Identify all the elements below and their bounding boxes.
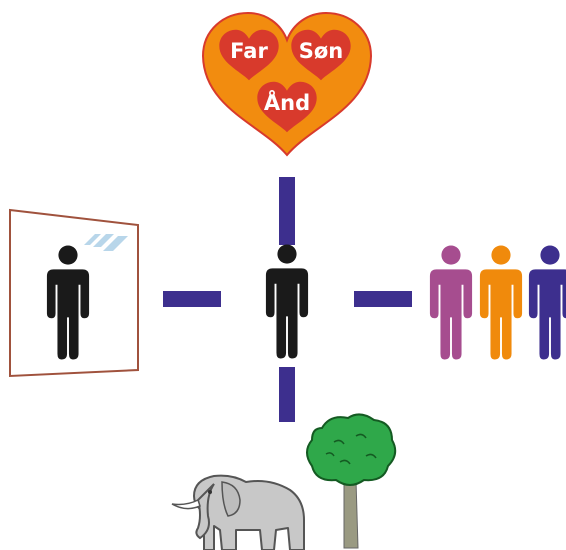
connector-left [163,291,221,307]
tree-icon [306,413,397,549]
connector-bottom [279,367,295,422]
center-person-icon [265,244,309,359]
label-and: Ånd [264,90,310,115]
label-son: Søn [299,39,344,63]
person-orange-icon [479,245,523,360]
people-group [429,245,566,360]
label-far: Far [230,39,268,63]
connector-right [354,291,412,307]
mirror-glare-icon [84,234,128,251]
elephant-icon [171,474,305,550]
person-purple-icon [429,245,473,360]
mirror [9,208,139,378]
connector-top [279,177,295,245]
person-indigo-icon [528,245,566,360]
trinity-heart: Far Søn Ånd [201,11,373,157]
